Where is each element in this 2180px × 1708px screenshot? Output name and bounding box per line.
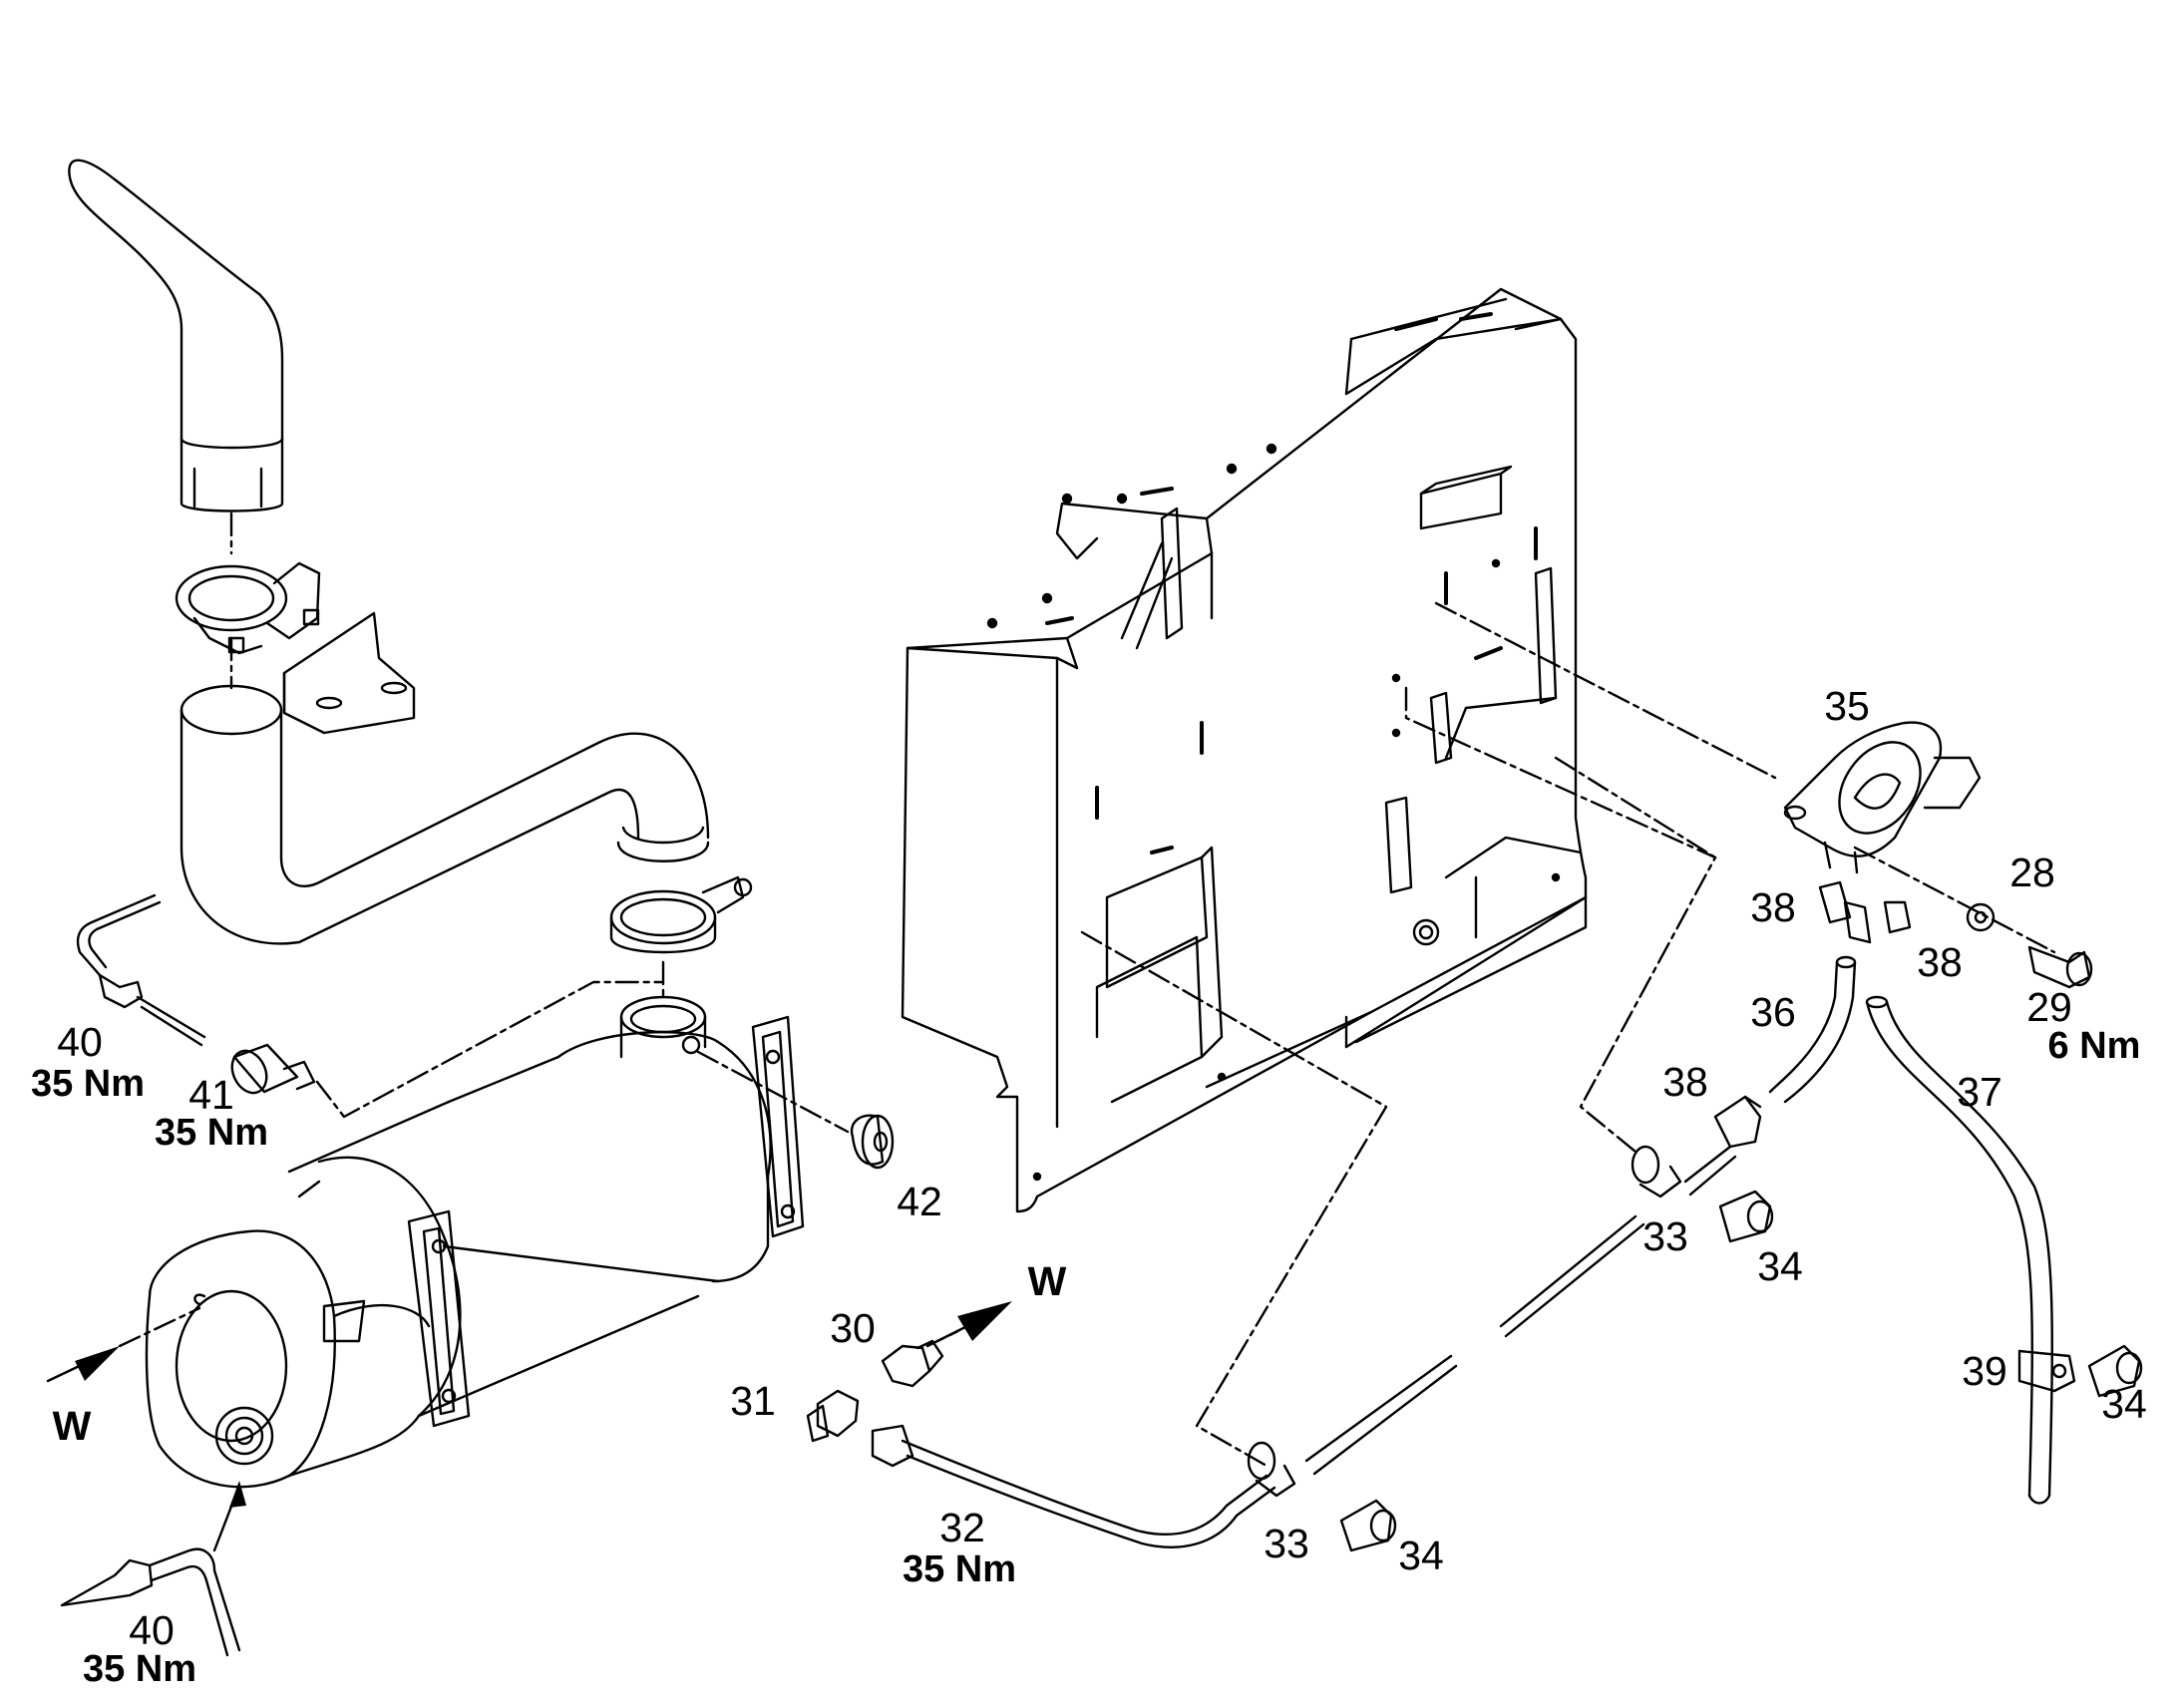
- callout-40: 40: [129, 1607, 175, 1653]
- callout-39: 39: [1962, 1348, 2007, 1394]
- view-arrow-left: [46, 1306, 201, 1383]
- callout-31: 31: [730, 1378, 776, 1424]
- pressure-sensor: [1783, 721, 1982, 874]
- callout-35: 35: [1824, 683, 1870, 729]
- p-clip: [2017, 1349, 2076, 1393]
- temperature-sensor-upper: [76, 893, 206, 1047]
- exhaust-tailpipe: [68, 159, 284, 512]
- callout-38: 38: [1662, 1059, 1708, 1105]
- callout-30: 30: [830, 1305, 876, 1351]
- bolt-34b: [1718, 1190, 1774, 1243]
- sensor-hose-37: [1865, 995, 2053, 1505]
- bolt-34c: [2087, 1344, 2143, 1398]
- hose-clip: [1818, 880, 1912, 944]
- bolt-34: [1339, 1499, 1397, 1552]
- hose-clamp: [1713, 1095, 1762, 1149]
- temperature-sensor-lower: [60, 1547, 241, 1657]
- pipe-clamp-bracket: [175, 561, 416, 735]
- fitting-31: [806, 1389, 860, 1443]
- centerline: [1404, 686, 1717, 1154]
- callout-29: 29: [2026, 984, 2072, 1030]
- centerline: [1434, 601, 1777, 780]
- exhaust-pipe-bend: [180, 684, 710, 945]
- bolt: [2027, 945, 2093, 989]
- line-clamp-33-lower: [1247, 1441, 1296, 1498]
- centerline: [935, 1327, 964, 1343]
- centerline: [315, 980, 665, 1119]
- callout-33: 33: [1642, 1213, 1688, 1259]
- torque-29: 6 Nm: [2047, 1025, 2141, 1067]
- protective-cap: [850, 1114, 895, 1170]
- callout-38: 38: [1917, 939, 1963, 985]
- v-band-clamp: [609, 875, 753, 954]
- arrow-head: [229, 1481, 246, 1508]
- callout-41: 41: [188, 1072, 234, 1118]
- callout-42: 42: [897, 1179, 942, 1224]
- centerline: [1080, 930, 1388, 1468]
- washer: [1966, 902, 1996, 932]
- line-clamp-33-upper: [1631, 1145, 1682, 1198]
- centerline: [1853, 846, 2056, 954]
- mounting-frame: [901, 287, 1588, 1213]
- view-marker-w: W: [52, 1403, 92, 1449]
- torque-32: 35 Nm: [902, 1548, 1017, 1590]
- callout-36: 36: [1750, 989, 1796, 1035]
- callout-40: 40: [57, 1019, 103, 1065]
- callout-33: 33: [1264, 1521, 1309, 1566]
- callout-34: 34: [2101, 1381, 2147, 1427]
- callout-34: 34: [1757, 1243, 1803, 1289]
- torque-40: 35 Nm: [30, 1063, 146, 1105]
- centerline: [1554, 756, 1717, 859]
- callout-28: 28: [2009, 850, 2055, 895]
- torque-41: 35 Nm: [154, 1112, 269, 1154]
- threaded-plug: [230, 1043, 316, 1095]
- callout-38: 38: [1750, 884, 1796, 930]
- callout-37: 37: [1957, 1069, 2002, 1115]
- fitting-30: [881, 1339, 944, 1388]
- callout-32: 32: [939, 1505, 985, 1550]
- view-marker-w: W: [1027, 1258, 1067, 1304]
- callout-34: 34: [1398, 1533, 1444, 1578]
- exhaust-aftertreatment-unit: [145, 995, 805, 1489]
- sensor-hose-36: [1768, 955, 1857, 1104]
- torque-40: 35 Nm: [82, 1648, 197, 1690]
- centerline: [696, 1050, 850, 1134]
- rigid-line-32: [871, 1145, 1737, 1548]
